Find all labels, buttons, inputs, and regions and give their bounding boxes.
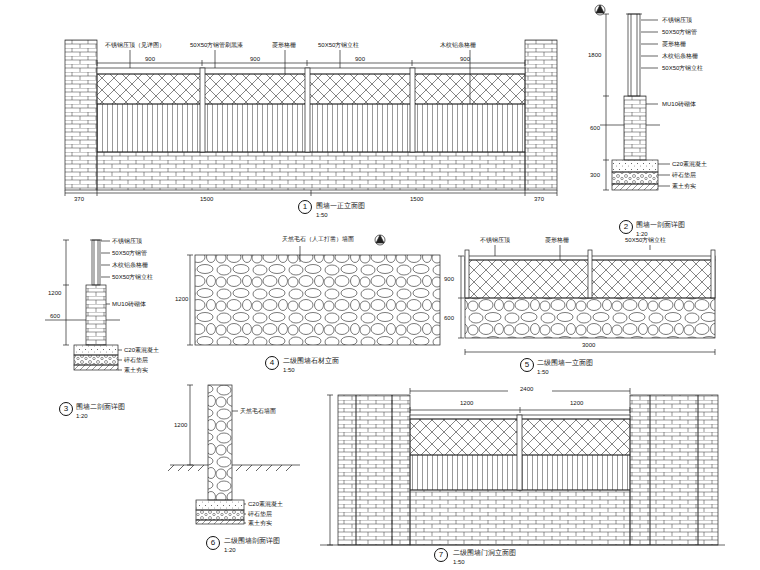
drawing-number-circle: 5 bbox=[520, 358, 534, 372]
drawing-number-circle: 6 bbox=[206, 536, 220, 550]
annotation: MU10砖砌体 bbox=[112, 301, 146, 307]
drawing-number-circle: 3 bbox=[59, 402, 73, 416]
annotation: 50X50方钢管 bbox=[112, 250, 147, 256]
annotation: 天然毛石墙面 bbox=[240, 408, 276, 414]
drawing-number-circle: 2 bbox=[619, 220, 633, 234]
annotation: 碎石垫层 bbox=[248, 511, 272, 517]
scale-note: 1:50 bbox=[283, 367, 295, 373]
annotation: C20素混凝土 bbox=[672, 161, 707, 167]
dimension: 900 bbox=[444, 276, 454, 282]
dimension: 2400 bbox=[520, 386, 533, 392]
scale-note: 1:50 bbox=[453, 559, 465, 565]
annotation: 不锈钢压顶 bbox=[480, 237, 510, 243]
dimension: 370 bbox=[534, 196, 544, 202]
annotation: 围墙一剖面详图 bbox=[636, 221, 685, 228]
callout-number: 3 bbox=[64, 405, 68, 413]
dimension: 900 bbox=[460, 56, 470, 62]
dimension: 1200 bbox=[460, 400, 473, 406]
scale-note: 1:20 bbox=[224, 547, 236, 553]
dimension: 600 bbox=[50, 313, 60, 319]
annotation: 不锈钢压顶 bbox=[112, 238, 142, 244]
annotation: 木纹铝条格栅 bbox=[440, 42, 476, 48]
dimension: 300 bbox=[590, 172, 600, 178]
callout-number: 7 bbox=[439, 551, 443, 559]
callout-number: 2 bbox=[624, 223, 628, 231]
annotation: 50X50方钢管刷黑漆 bbox=[190, 42, 243, 48]
dimension: 1200 bbox=[174, 422, 187, 428]
scale-note: 1:50 bbox=[316, 212, 328, 218]
annotation: 碎石垫层 bbox=[124, 357, 148, 363]
annotation: 50X50方钢管 bbox=[662, 29, 697, 35]
dimension: 1500 bbox=[410, 196, 423, 202]
drawing-number-circle: 7 bbox=[434, 548, 448, 562]
dimension: 1200 bbox=[175, 296, 188, 302]
annotation: 50X50方钢立柱 bbox=[112, 274, 153, 280]
annotation: 素土夯实 bbox=[672, 183, 696, 189]
annotation: 二级围墙一立面图 bbox=[537, 359, 593, 366]
annotation: 木纹铝条格栅 bbox=[662, 53, 698, 59]
scale-note: 1:20 bbox=[76, 413, 88, 419]
drawing-number-circle: 1 bbox=[298, 200, 312, 214]
annotation: 二级围墙门洞立面图 bbox=[453, 549, 516, 556]
annotation: 50X50方钢立柱 bbox=[625, 237, 666, 243]
annotation: 碎石垫层 bbox=[672, 172, 696, 178]
callout-number: 1 bbox=[303, 203, 307, 211]
callout-number: 4 bbox=[270, 359, 274, 367]
annotation: 围墙二剖面详图 bbox=[76, 403, 125, 410]
dimension: 1800 bbox=[588, 52, 601, 58]
annotation: 菱形格栅 bbox=[662, 41, 686, 47]
annotation: C20素混凝土 bbox=[124, 347, 159, 353]
annotation: 不锈钢压顶 bbox=[662, 17, 692, 23]
dimension: 370 bbox=[74, 196, 84, 202]
annotation: 木纹铝条格栅 bbox=[112, 262, 148, 268]
annotation: 50X50方钢立柱 bbox=[318, 42, 359, 48]
dimension: 600 bbox=[444, 315, 454, 321]
scale-note: 1:50 bbox=[537, 369, 549, 375]
annotation: 菱形格栅 bbox=[545, 237, 569, 243]
dimension: 1200 bbox=[48, 290, 61, 296]
annotation: 菱形格栅 bbox=[272, 42, 296, 48]
dimension: 3000 bbox=[582, 342, 595, 348]
callout-number: 5 bbox=[525, 361, 529, 369]
callout-number: 6 bbox=[211, 539, 215, 547]
annotation: 二级围墙石材立面 bbox=[283, 357, 339, 364]
dimension: 900 bbox=[250, 56, 260, 62]
annotation: 50X50方钢立柱 bbox=[662, 65, 703, 71]
scale-note: 1:20 bbox=[636, 231, 648, 237]
annotation: MU10砖砌体 bbox=[662, 101, 696, 107]
dimension: 900 bbox=[355, 56, 365, 62]
annotation: 围墙一正立面图 bbox=[316, 202, 365, 209]
annotation: 天然毛石（人工打凿）墙面 bbox=[282, 236, 354, 242]
annotation: 素土夯实 bbox=[124, 367, 148, 373]
dimension: 900 bbox=[145, 56, 155, 62]
dimension: 1500 bbox=[200, 196, 213, 202]
dimension: 600 bbox=[590, 125, 600, 131]
annotation: 不锈钢压顶（见详图） bbox=[105, 42, 165, 48]
annotation: 二级围墙剖面详图 bbox=[224, 537, 280, 544]
dimension: 1200 bbox=[570, 400, 583, 406]
annotation: C20素混凝土 bbox=[248, 501, 283, 507]
annotation: 素土夯实 bbox=[248, 520, 272, 526]
drawing-number-circle: 4 bbox=[265, 356, 279, 370]
